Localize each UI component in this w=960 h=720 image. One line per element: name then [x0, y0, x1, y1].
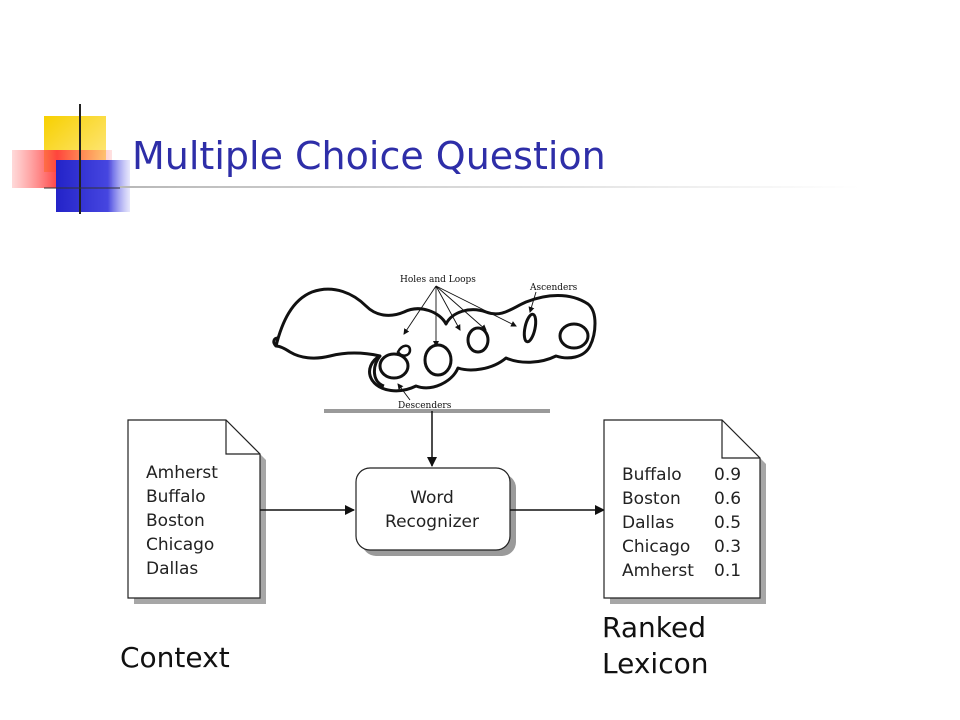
corner-decoration: [12, 104, 130, 214]
deco-blue-square: [56, 160, 130, 212]
ranked-score: 0.1: [714, 561, 741, 581]
caption-ranked-line-2: Lexicon: [602, 647, 709, 680]
context-item: Chicago: [146, 535, 214, 555]
loop-1: [378, 352, 410, 380]
ranked-word: Amherst: [622, 561, 694, 581]
context-item: Dallas: [146, 559, 198, 579]
word-recognizer-box: Word Recognizer: [355, 467, 516, 556]
ranked-document-fold: [721, 420, 760, 459]
handwriting-hook: [272, 336, 279, 348]
recognizer-label-line-2: Recognizer: [385, 512, 479, 532]
loop-5: [558, 322, 590, 350]
context-document-fold: [225, 420, 260, 455]
loop-2: [423, 343, 453, 377]
ranked-score: 0.5: [714, 513, 741, 533]
ranked-score: 0.6: [714, 489, 741, 509]
loop-4: [522, 312, 538, 344]
ranked-score: 0.3: [714, 537, 741, 557]
ranked-word: Chicago: [622, 537, 690, 557]
title-underline: [120, 186, 860, 188]
handwritten-word-image: Holes and Loops Ascenders Descenders: [272, 275, 597, 411]
ranked-word: Dallas: [622, 513, 674, 533]
ranked-lexicon-document: Buffalo Boston Dallas Chicago Amherst 0.…: [603, 419, 766, 604]
context-item: Amherst: [146, 463, 218, 483]
context-document: Amherst Buffalo Boston Chicago Dallas: [127, 419, 266, 604]
annotation-ascenders: Ascenders: [529, 283, 578, 293]
caption-ranked-lexicon: Ranked Lexicon: [602, 610, 708, 682]
annotation-pointer-lines: [397, 285, 537, 401]
loop-1-inner: [396, 344, 412, 357]
context-document-page: [127, 419, 261, 599]
slide-title: Multiple Choice Question: [132, 134, 606, 178]
ranked-score: 0.9: [714, 465, 741, 485]
descender-curve: [373, 355, 385, 388]
caption-context: Context: [120, 641, 230, 674]
loop-3: [466, 326, 490, 354]
context-item: Buffalo: [146, 487, 206, 507]
handwriting-stroke: [274, 287, 597, 393]
ranked-document-page: [603, 419, 761, 599]
annotation-holes-and-loops: Holes and Loops: [400, 275, 476, 285]
annotation-descenders: Descenders: [398, 401, 452, 411]
caption-ranked-line-1: Ranked: [602, 611, 706, 644]
ranked-word: Buffalo: [622, 465, 682, 485]
ranked-word: Boston: [622, 489, 681, 509]
context-item: Boston: [146, 511, 205, 531]
recognizer-label-line-1: Word: [410, 488, 454, 508]
